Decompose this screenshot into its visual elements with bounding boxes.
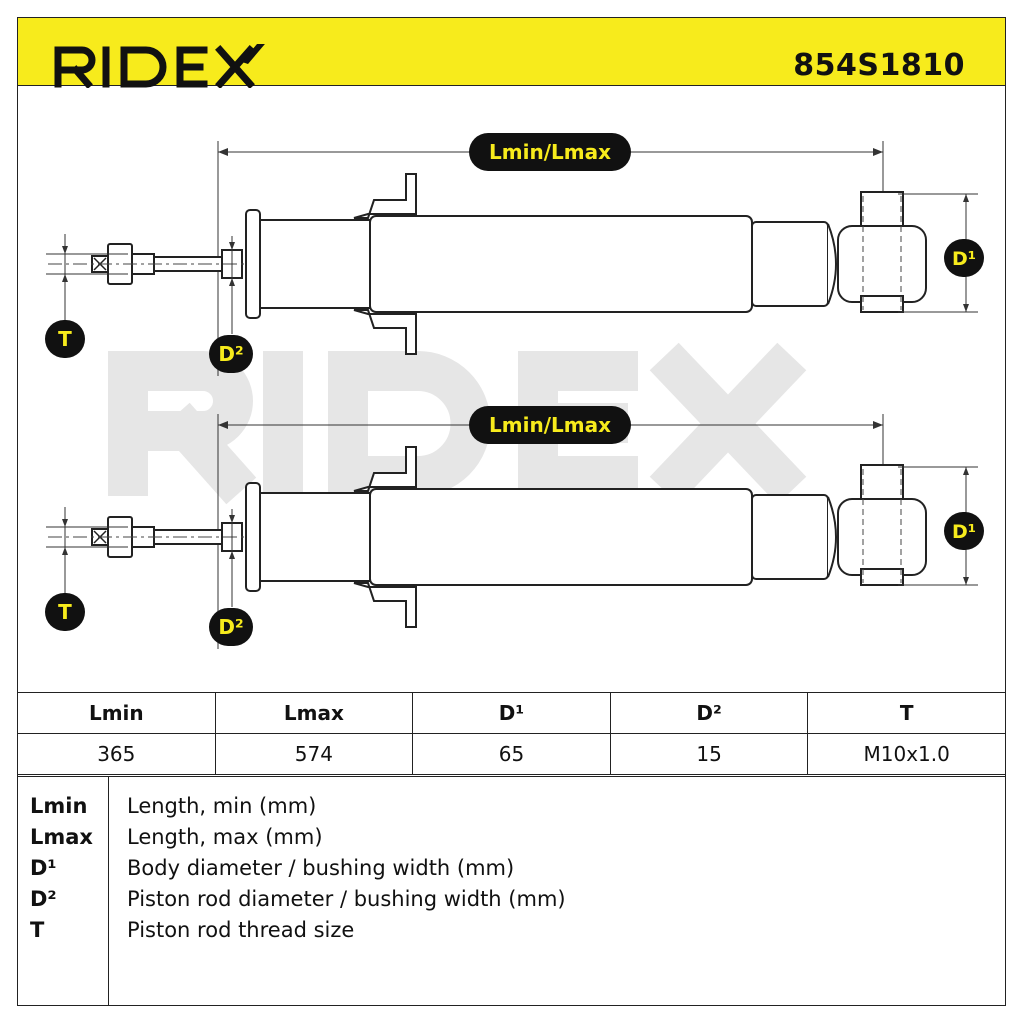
legend-desc: Piston rod diameter / bushing width (mm)	[127, 887, 566, 911]
t-badge-text: T	[58, 600, 72, 624]
body-end-cap	[827, 496, 837, 578]
spec-table: Lmin Lmax D¹ D² T 365 574 65 15 M10x1.0	[17, 692, 1006, 775]
body-upper-tube	[259, 219, 371, 309]
body-lower-tube	[751, 494, 829, 580]
t-badge: T	[45, 320, 85, 358]
thread-dim-arrows	[62, 519, 68, 555]
spec-header-d2: D²	[609, 692, 809, 734]
d1-badge-bg	[944, 512, 984, 550]
spec-header-lmax: Lmax	[214, 692, 414, 734]
spec-value-row: 365 574 65 15 M10x1.0	[17, 733, 1006, 775]
t-badge: T	[45, 593, 85, 631]
t-badge-bg	[45, 320, 85, 358]
length-label-badge-bg	[469, 133, 631, 171]
d2-badge-text: D²	[218, 342, 243, 366]
length-label-badge: Lmin/Lmax	[469, 133, 631, 171]
length-label-badge-text: Lmin/Lmax	[489, 140, 611, 164]
legend-term: Lmin	[30, 794, 88, 818]
legend-desc: Length, min (mm)	[127, 794, 317, 818]
d2-badge: D²	[209, 608, 253, 646]
spec-header-row: Lmin Lmax D¹ D² T	[17, 692, 1006, 734]
eye-bushing-body	[837, 225, 927, 303]
legend-desc: Length, max (mm)	[127, 825, 323, 849]
eye-bushing-bottom	[860, 568, 904, 586]
spec-value-lmax: 574	[214, 733, 414, 775]
legend-term: D¹	[30, 856, 57, 880]
spring-seat-top	[353, 173, 417, 219]
spring-seat-top	[353, 446, 417, 492]
body-lower-tube	[751, 221, 829, 307]
body-top-flange	[245, 482, 261, 592]
d1-badge-bg	[944, 239, 984, 277]
thread-dim-arrows	[62, 246, 68, 282]
d2-badge: D²	[209, 335, 253, 373]
length-label-badge: Lmin/Lmax	[469, 406, 631, 444]
t-badge-bg	[45, 593, 85, 631]
spec-value-d1: 65	[412, 733, 611, 775]
spec-header-lmin: Lmin	[17, 692, 216, 734]
legend-divider	[108, 777, 109, 1005]
d2-badge-bg	[209, 608, 253, 646]
spec-value-lmin: 365	[17, 733, 216, 775]
legend-term: Lmax	[30, 825, 93, 849]
brand-logo	[54, 38, 274, 92]
legend-box: Lmin Length, min (mm) Lmax Length, max (…	[17, 776, 1006, 1006]
spec-header-t: T	[807, 692, 1006, 734]
t-badge-text: T	[58, 327, 72, 351]
d1-badge: D¹	[944, 512, 984, 550]
body-main-tube	[369, 488, 753, 586]
legend-desc: Body diameter / bushing width (mm)	[127, 856, 515, 880]
spec-header-d1: D¹	[412, 692, 611, 734]
spring-seat-bottom	[353, 309, 417, 355]
eye-bushing-body	[837, 498, 927, 576]
d1-badge-text: D¹	[952, 248, 976, 270]
body-top-flange	[245, 209, 261, 319]
eye-bushing-bottom	[860, 295, 904, 313]
legend-term: D²	[30, 887, 57, 911]
spring-seat-bottom	[353, 582, 417, 628]
body-main-tube	[369, 215, 753, 313]
d2-badge-text: D²	[218, 615, 243, 639]
body-end-cap	[827, 223, 837, 305]
length-label-badge-bg	[469, 406, 631, 444]
legend-term: T	[30, 918, 45, 942]
body-upper-tube	[259, 492, 371, 582]
d1-badge-text: D¹	[952, 521, 976, 543]
legend-desc: Piston rod thread size	[127, 918, 355, 942]
length-label-badge-text: Lmin/Lmax	[489, 413, 611, 437]
d1-badge: D¹	[944, 239, 984, 277]
part-number: 854S1810	[793, 48, 965, 83]
watermark-logo	[108, 342, 807, 505]
header-bar: 854S1810	[17, 17, 1006, 89]
spec-value-d2: 15	[609, 733, 809, 775]
spec-value-t: M10x1.0	[807, 733, 1006, 775]
d2-badge-bg	[209, 335, 253, 373]
